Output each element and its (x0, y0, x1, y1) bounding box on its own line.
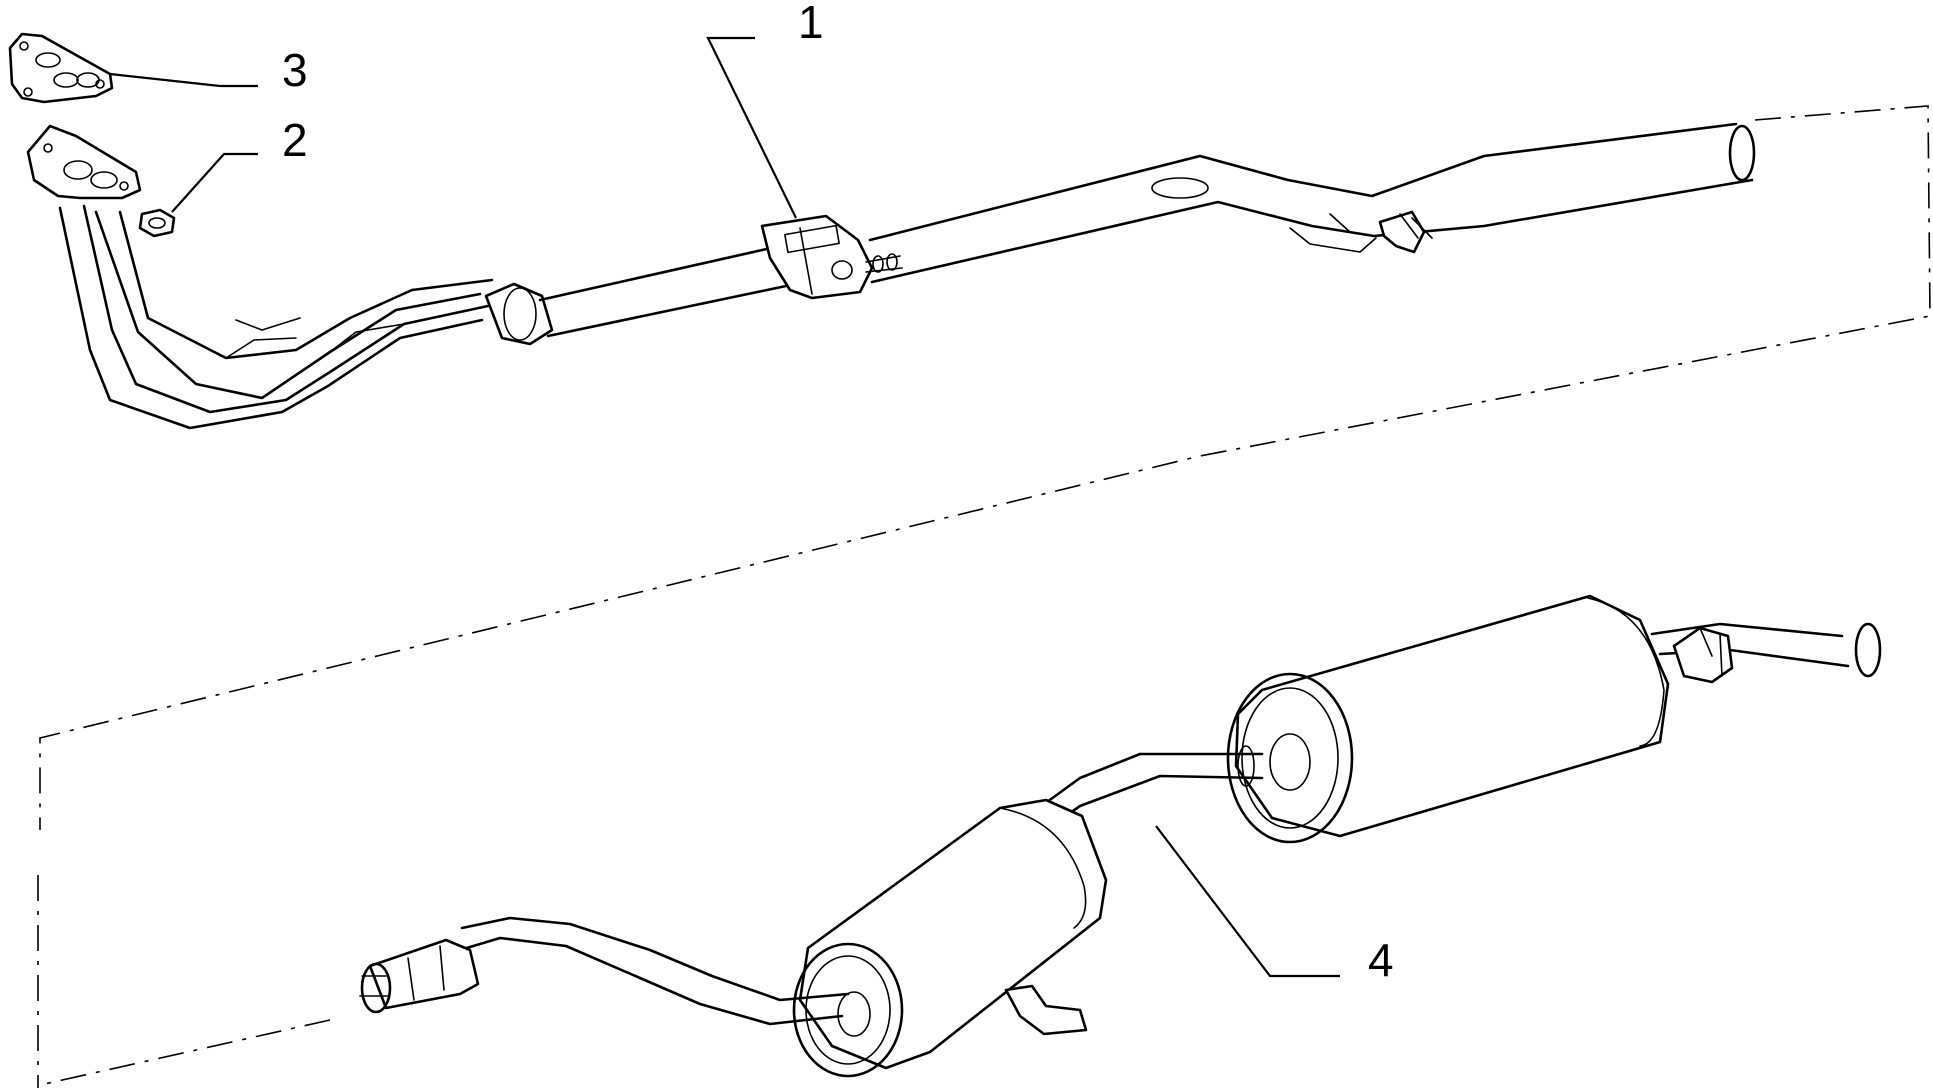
boundary-line-bottom (39, 1019, 331, 1086)
manifold-gasket (8, 32, 114, 104)
boundary-line-upper (39, 105, 1931, 830)
leader-3 (109, 72, 258, 88)
callout-1: 1 (798, 0, 824, 48)
rear-silencer-assembly (359, 594, 1882, 1078)
callout-2: 2 (282, 114, 308, 166)
callout-4: 4 (1368, 934, 1394, 986)
leader-1 (706, 36, 797, 219)
callout-3: 3 (282, 44, 308, 96)
front-exhaust-pipe (26, 122, 1756, 430)
leader-lines (109, 36, 1340, 978)
leader-4 (1155, 825, 1340, 978)
leader-2 (171, 152, 258, 213)
group-boundary (37, 105, 1931, 1088)
nut (138, 208, 176, 238)
